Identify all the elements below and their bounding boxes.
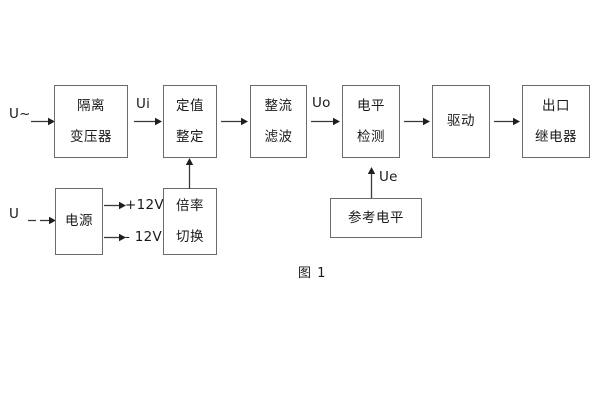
arrow-setting-value-to-rectify-filter — [221, 117, 248, 126]
block-isolation-transformer-line-1: 隔离 — [77, 97, 105, 114]
arrow-drive-to-output-relay — [494, 117, 520, 126]
block-output-relay-line-2: 继电器 — [535, 129, 577, 145]
arrow-rail-positive — [104, 201, 126, 210]
rail-positive-label: +12V — [125, 197, 164, 213]
block-output-relay-line-1: 出口 — [542, 97, 570, 114]
block-rectify-filter[interactable]: 整流 滤波 — [250, 85, 307, 158]
arrow-input-ac-to-isolation-transformer — [31, 117, 55, 126]
block-isolation-transformer[interactable]: 隔离 变压器 — [54, 85, 128, 158]
block-level-detection[interactable]: 电平 检测 — [342, 85, 400, 158]
arrow-reference-level-to-level-detection — [367, 167, 376, 198]
input-signal-ac-label: U~ — [9, 106, 31, 122]
arrow-level-detection-to-drive — [404, 117, 430, 126]
block-reference-level[interactable]: 参考电平 — [330, 198, 422, 238]
block-drive-line-1: 驱动 — [447, 113, 475, 130]
arrow-isolation-transformer-to-setting-value — [134, 117, 162, 126]
block-setting-value[interactable]: 定值 整定 — [163, 85, 217, 158]
block-multiplier-switch-line-2: 切换 — [176, 229, 204, 245]
block-power-supply[interactable]: 电源 — [55, 188, 103, 255]
block-reference-level-line-1: 参考电平 — [348, 209, 404, 226]
arrow-rectify-filter-to-level-detection — [311, 117, 340, 126]
arrow-rail-negative — [104, 233, 126, 242]
block-power-supply-line-1: 电源 — [65, 213, 93, 230]
block-setting-value-line-2: 整定 — [176, 129, 204, 145]
rail-negative-label: - 12V — [125, 229, 163, 245]
signal-ui-label: Ui — [136, 96, 151, 112]
block-isolation-transformer-line-2: 变压器 — [70, 129, 112, 145]
block-output-relay[interactable]: 出口 继电器 — [522, 85, 590, 158]
arrow-multiplier-switch-to-setting-value — [185, 158, 194, 189]
signal-uo-label: Uo — [312, 95, 331, 111]
block-setting-value-line-1: 定值 — [176, 97, 204, 114]
figure-caption: 图 1 — [298, 266, 327, 281]
block-multiplier-switch[interactable]: 倍率 切换 — [163, 188, 217, 255]
block-level-detection-line-1: 电平 — [357, 97, 385, 114]
block-multiplier-switch-line-1: 倍率 — [176, 197, 204, 214]
block-level-detection-line-2: 检测 — [357, 129, 385, 145]
input-signal-dc-label: U — [9, 206, 20, 222]
signal-ue-label: Ue — [379, 169, 398, 185]
block-drive[interactable]: 驱动 — [432, 85, 490, 158]
block-rectify-filter-line-1: 整流 — [264, 97, 293, 114]
block-rectify-filter-line-2: 滤波 — [264, 129, 293, 145]
arrow-input-dc-to-power-supply — [26, 216, 56, 225]
